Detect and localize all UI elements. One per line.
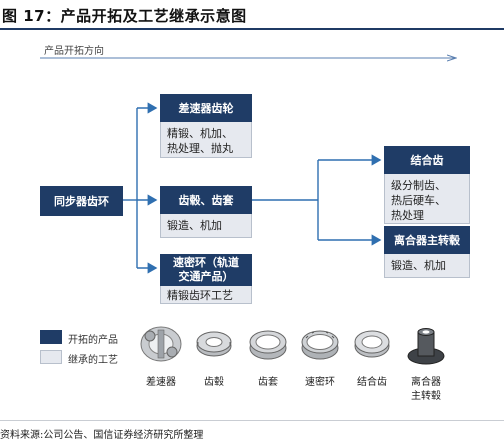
node-clutch-gear-process: 级分制齿、 热后硬车、 热处理: [384, 174, 470, 224]
connector-lines: [40, 0, 504, 274]
node-differential-gear-header: 差速器齿轮: [160, 94, 252, 122]
part-label-speed-ring: 速密环: [305, 377, 335, 388]
part-label-differential: 差速器: [146, 377, 176, 388]
gear-hub-icon: [196, 331, 232, 357]
part-label-gear-sleeve: 齿套: [258, 377, 278, 388]
node-differential-gear: 差速器齿轮 精锻、机加、 热处理、抛丸: [160, 94, 252, 158]
node-gear-hub-sleeve-process: 锻造、机加: [160, 214, 252, 238]
node-clutch-hub-header: 离合器主转毂: [384, 226, 470, 254]
legend-label-process: 继承的工艺: [68, 355, 118, 366]
clutch-hub-icon: [407, 328, 445, 365]
legend-swatch-product: [40, 330, 62, 344]
gear-sleeve-icon: [249, 330, 287, 360]
node-gear-hub-sleeve-header: 齿毂、齿套: [160, 186, 252, 214]
legend-swatch-process: [40, 350, 62, 364]
legend-label-product: 开拓的产品: [68, 335, 118, 346]
node-clutch-hub-process: 锻造、机加: [384, 254, 470, 278]
clutch-gear-icon: [354, 330, 390, 358]
node-clutch-gear: 结合齿 级分制齿、 热后硬车、 热处理: [384, 146, 470, 224]
speed-ring-icon: [301, 330, 339, 360]
differential-icon: [140, 326, 182, 362]
node-speed-ring-process: 精锻齿环工艺: [160, 286, 252, 304]
direction-label: 产品开拓方向: [44, 46, 104, 57]
source-note: 资料来源:公司公告、国信证券经济研究所整理: [0, 430, 204, 441]
figure-title: 图 17：产品开拓及工艺继承示意图: [2, 7, 247, 25]
node-speed-ring: 速密环（轨道 交通产品） 精锻齿环工艺: [160, 254, 252, 304]
node-clutch-gear-header: 结合齿: [384, 146, 470, 174]
node-speed-ring-header: 速密环（轨道 交通产品）: [160, 254, 252, 286]
part-label-clutch-hub: 离合器 主转毂: [411, 377, 441, 402]
source-divider: [0, 420, 504, 421]
node-differential-gear-process: 精锻、机加、 热处理、抛丸: [160, 122, 252, 158]
node-gear-hub-sleeve: 齿毂、齿套 锻造、机加: [160, 186, 252, 238]
node-synchronizer-ring-header: 同步器齿环: [40, 186, 123, 216]
node-synchronizer-ring: 同步器齿环: [40, 186, 123, 216]
node-clutch-hub: 离合器主转毂 锻造、机加: [384, 226, 470, 278]
part-label-gear-hub: 齿毂: [204, 377, 224, 388]
title-bar: 图 17：产品开拓及工艺继承示意图: [0, 0, 504, 30]
part-label-clutch-gear: 结合齿: [357, 377, 387, 388]
